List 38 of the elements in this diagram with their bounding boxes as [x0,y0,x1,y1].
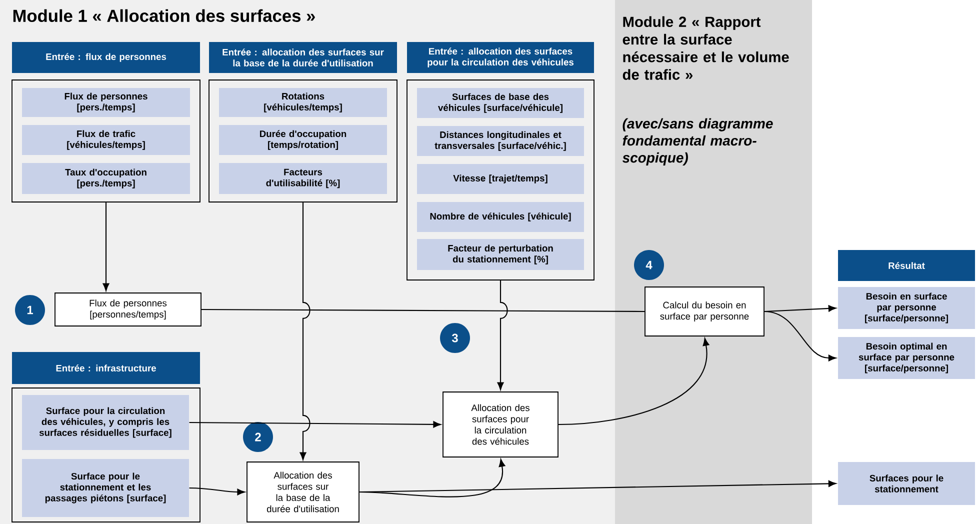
title: Module 1 « Allocation des surfaces » [13,9,315,22]
process-box: Allocation des surfaces sur la base de la durée d'utilisation [246,462,360,522]
arrow [359,480,836,493]
parameter-box: Surfaces de base des véhicules [surface/véhicule] [417,88,584,118]
process-box: Flux de personnes [personnes/temps] [54,292,202,326]
arrow [189,487,245,496]
module-heading: Module 2 « Rapport entre la surface nécessaire et le volume de trafic » [622,16,789,80]
parameter-box: Nombre de véhicules [véhicule] [417,202,584,232]
input-panel [12,352,200,522]
parameter-box: Durée d'occupation [temps/rotation] [219,125,387,155]
arrow [497,280,508,390]
arrow [558,338,710,426]
arrow [189,421,441,428]
header-bar: Entrée : allocation des surfaces pour la circulation des véhicules [407,42,594,73]
parameter-box: Vitesse [trajet/temps] [417,164,584,194]
module-note: (avec/sans diagramme fondamental macro-scopique) [622,118,773,166]
arrow [102,202,110,291]
parameter-box: Flux de trafic [véhicules/temps] [22,125,190,155]
process-box: Calcul du besoin en surface par personne [644,286,764,336]
parameter-box: Distances longitudinales et transversales [surface/véhic.] [417,126,584,156]
arrow [764,310,836,362]
parameter-box: Facteurs d'utilisabilité [%] [219,163,387,194]
parameter-box: Surfaces pour le stationnement [838,462,976,505]
process-box: Allocation des surfaces pour la circulation des véhicules [442,392,558,458]
header-bar: Entrée : allocation des surfaces sur la base de la durée d'utilisation [209,42,397,73]
parameter-box: Surface pour la circulation des véhicules, y compris les surfaces résiduelles [surface] [22,395,189,450]
input-panel [12,42,200,202]
parameter-box: Surface pour le stationnement et les passages piétons [surface] [22,459,189,517]
arrow [300,202,310,460]
header-bar: Entrée : infrastructure [12,352,200,384]
header-bar: Entrée : flux de personnes [12,42,200,73]
parameter-box: Besoin optimal en surface par personne [surface/personne] [838,337,976,379]
parameter-box: Rotations [véhicules/temps] [219,88,387,117]
parameter-box: Flux de personnes [pers./temps] [22,88,190,117]
parameter-box: Besoin en surface par personne [surface/personne] [838,287,976,329]
parameter-box: Taux d'occupation [pers./temps] [22,163,190,194]
header-bar: Résultat [838,250,976,281]
parameter-box: Facteur de perturbation du stationnement [%] [417,239,584,270]
